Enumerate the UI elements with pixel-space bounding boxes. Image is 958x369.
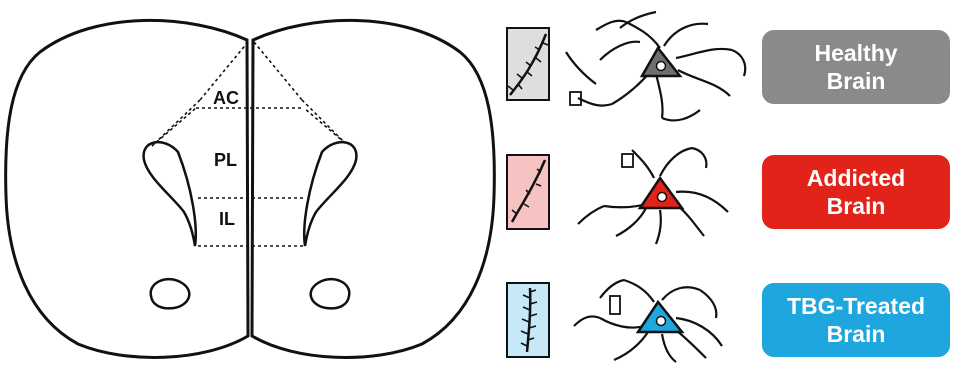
right-ventricle	[304, 142, 356, 246]
condition-badge-line2: Brain	[827, 192, 886, 220]
condition-badge-line1: Healthy	[814, 39, 897, 67]
condition-badge-healthy: Healthy Brain	[762, 30, 950, 104]
left-commissure	[151, 279, 190, 308]
neuron-nucleus	[657, 317, 666, 326]
neuron-healthy	[566, 12, 745, 120]
brain-section	[6, 20, 495, 357]
condition-badge-line1: TBG-Treated	[787, 292, 925, 320]
region-label-pl: PL	[214, 150, 237, 170]
dendrite-inset-addicted	[507, 155, 549, 229]
row-addicted	[507, 148, 728, 244]
condition-badge-line1: Addicted	[807, 164, 905, 192]
region-label-ac: AC	[213, 88, 239, 108]
neuron-nucleus	[657, 62, 666, 71]
sample-region-marker	[622, 154, 633, 167]
neuron-addicted	[578, 148, 728, 244]
condition-badge-addicted: Addicted Brain	[762, 155, 950, 229]
dendrite-inset-healthy	[507, 28, 549, 100]
region-label-il: IL	[219, 209, 235, 229]
region-labels: AC PL IL	[213, 88, 239, 229]
right-commissure	[311, 279, 350, 308]
dendrite-inset-tbg-treated	[507, 283, 549, 357]
row-tbg-treated	[507, 280, 722, 362]
sample-region-marker	[610, 296, 620, 314]
condition-badge-line2: Brain	[827, 67, 886, 95]
condition-badge-tbg-treated: TBG-Treated Brain	[762, 283, 950, 357]
left-hemisphere-outline	[6, 20, 248, 357]
condition-badge-line2: Brain	[827, 320, 886, 348]
left-ventricle	[144, 142, 196, 246]
neuron-tbg-treated	[574, 280, 722, 362]
row-healthy	[507, 12, 745, 120]
neuron-nucleus	[658, 193, 667, 202]
right-hemisphere-outline	[252, 20, 494, 357]
